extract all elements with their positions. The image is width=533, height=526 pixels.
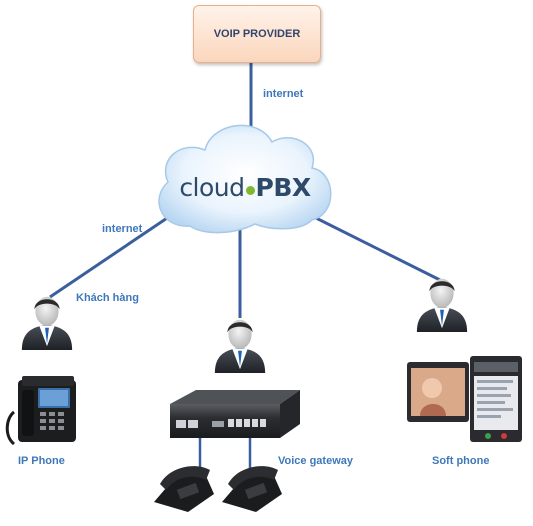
brand-light-text: cloud — [179, 173, 245, 202]
voip-provider-label: VOIP PROVIDER — [213, 28, 301, 40]
brand-bold-text: PBX — [255, 173, 312, 202]
soft-phone-person-icon — [416, 278, 468, 332]
link-cloud-ip-phone — [49, 206, 183, 299]
customer-person-icon — [21, 296, 73, 350]
gateway-person-icon — [214, 319, 266, 373]
ip-phone-label: IP Phone — [18, 455, 65, 467]
link-cloud-soft-phone — [307, 212, 441, 282]
voip-provider-box: VOIP PROVIDER — [193, 5, 321, 63]
ip-phone-icon — [5, 376, 76, 446]
soft-phone-app-icon — [407, 356, 522, 442]
edge-label-cloud-customer: internet — [102, 223, 143, 235]
brand-dot-icon — [245, 186, 255, 195]
cloud-pbx-cloud — [158, 124, 332, 234]
analog-phone-icon — [222, 466, 282, 512]
voice-gateway-label: Voice gateway — [278, 455, 353, 467]
analog-phone-icon — [154, 466, 214, 512]
edge-label-provider-cloud: internet — [263, 88, 304, 100]
voice-gateway-device-icon — [170, 390, 300, 438]
soft-phone-label: Soft phone — [432, 455, 490, 467]
customer-label: Khách hàng — [76, 292, 139, 304]
cloud-pbx-logo: cloud PBX — [170, 173, 320, 202]
